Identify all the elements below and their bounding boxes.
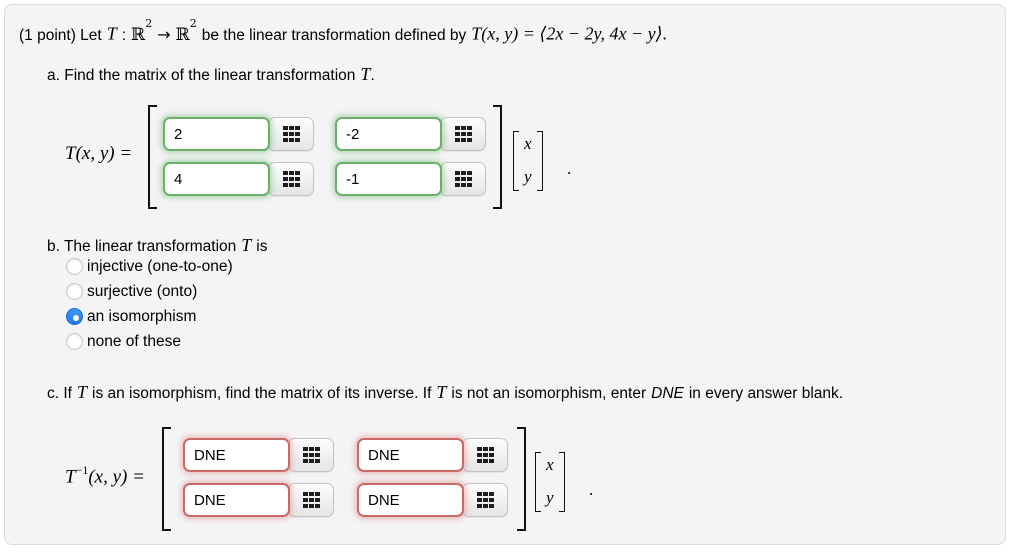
equation-editor-button[interactable] — [440, 162, 486, 196]
arrow-glyph: → — [157, 24, 171, 44]
grid-icon — [282, 126, 300, 142]
matrix-c-equation: T−1(x, y) = x y — [65, 422, 625, 540]
math-R2: ℝ2 — [131, 17, 153, 45]
intro-prefix: (1 point) Let — [19, 26, 102, 44]
matrix-a-entry-1-1-input[interactable] — [335, 162, 442, 196]
radio-button[interactable] — [66, 258, 83, 275]
left-bracket — [513, 131, 519, 191]
radio-button-selected[interactable] — [66, 308, 83, 325]
intro-colon: : — [121, 26, 127, 44]
option-label: an isomorphism — [87, 307, 197, 325]
equation-editor-button[interactable] — [268, 117, 314, 151]
right-bracket — [493, 105, 502, 209]
matrix-c-cell — [357, 483, 508, 517]
math-formula: T(x, y) = ⟨2x − 2y, 4x − y⟩. — [471, 23, 668, 44]
grid-icon — [476, 492, 494, 508]
part-a-period: . — [370, 67, 375, 84]
math-T: T — [436, 382, 447, 402]
option-isomorphism[interactable]: an isomorphism — [66, 304, 233, 329]
equation-period: . — [589, 480, 594, 499]
part-b-text: b. The linear transformation — [47, 238, 237, 255]
radio-group: injective (one-to-one) surjective (onto)… — [66, 254, 233, 354]
math-T: T — [106, 23, 117, 44]
matrix-c-entry-1-1-input[interactable] — [357, 483, 464, 517]
math-R2: ℝ2 — [175, 17, 197, 45]
part-c-text: in every answer blank. — [688, 385, 844, 402]
equation-editor-button[interactable] — [462, 483, 508, 517]
matrix-c-entry-0-1-input[interactable] — [357, 438, 464, 472]
vector-x: x — [546, 455, 554, 474]
matrix-c-cell — [183, 483, 334, 517]
grid-icon — [302, 447, 320, 463]
radio-button[interactable] — [66, 283, 83, 300]
matrix-c-entry-0-0-input[interactable] — [183, 438, 290, 472]
matrix-a-cell — [335, 162, 486, 196]
matrix-a-entry-0-1-input[interactable] — [335, 117, 442, 151]
option-label: surjective (onto) — [87, 282, 198, 300]
grid-icon — [282, 171, 300, 187]
math-T: T — [241, 235, 252, 255]
matrix-a-cell — [335, 117, 486, 151]
equation-period: . — [567, 159, 572, 178]
vector-y: y — [546, 488, 554, 507]
right-bracket — [536, 131, 543, 191]
matrix-a-cell — [163, 162, 314, 196]
option-label: none of these — [87, 332, 181, 350]
equation-editor-button[interactable] — [288, 438, 334, 472]
equation-editor-button[interactable] — [268, 162, 314, 196]
part-b-suffix: is — [256, 238, 268, 255]
right-bracket — [517, 427, 526, 531]
part-a-heading: a. Find the matrix of the linear transfo… — [47, 62, 375, 88]
dne-label: DNE — [651, 385, 684, 402]
equation-editor-button[interactable] — [440, 117, 486, 151]
grid-icon — [302, 492, 320, 508]
matrix-a-equation: T(x, y) = x y — [65, 101, 605, 219]
xy-vector: x y — [513, 131, 543, 191]
part-c-text: c. If — [47, 385, 72, 402]
matrix-a-entry-0-0-input[interactable] — [163, 117, 270, 151]
option-none[interactable]: none of these — [66, 329, 233, 354]
math-T: T — [360, 64, 371, 84]
option-label: injective (one-to-one) — [87, 257, 233, 275]
matrix-a-cell — [163, 117, 314, 151]
matrix-a-label: T(x, y) = — [65, 143, 133, 164]
matrix-c-cell — [183, 438, 334, 472]
matrix-a-cells — [163, 117, 486, 196]
vector-y: y — [524, 167, 532, 186]
xy-vector: x y — [535, 452, 565, 512]
equation-editor-button[interactable] — [462, 438, 508, 472]
matrix-c-cell — [357, 438, 508, 472]
matrix-c-label: T−1(x, y) = — [65, 463, 145, 488]
vector-letters: x y — [519, 131, 537, 191]
vector-x: x — [524, 134, 532, 153]
part-c-text: is an isomorphism, find the matrix of it… — [92, 385, 432, 402]
part-a-text: a. Find the matrix of the linear transfo… — [47, 67, 356, 84]
left-bracket — [148, 105, 157, 209]
grid-icon — [454, 126, 472, 142]
matrix-a-entry-1-0-input[interactable] — [163, 162, 270, 196]
vector-letters: x y — [541, 452, 559, 512]
equation-editor-button[interactable] — [288, 483, 334, 517]
left-bracket — [162, 427, 171, 531]
option-surjective[interactable]: surjective (onto) — [66, 279, 233, 304]
math-T: T — [76, 382, 87, 402]
matrix-c-cells — [183, 438, 508, 517]
grid-icon — [476, 447, 494, 463]
option-injective[interactable]: injective (one-to-one) — [66, 254, 233, 279]
right-bracket — [558, 452, 565, 512]
grid-icon — [454, 171, 472, 187]
part-c-text: is not an isomorphism, enter — [451, 385, 647, 402]
left-bracket — [535, 452, 541, 512]
matrix-c-entry-1-0-input[interactable] — [183, 483, 290, 517]
intro-middle: be the linear transformation defined by — [201, 26, 467, 44]
radio-button[interactable] — [66, 333, 83, 350]
